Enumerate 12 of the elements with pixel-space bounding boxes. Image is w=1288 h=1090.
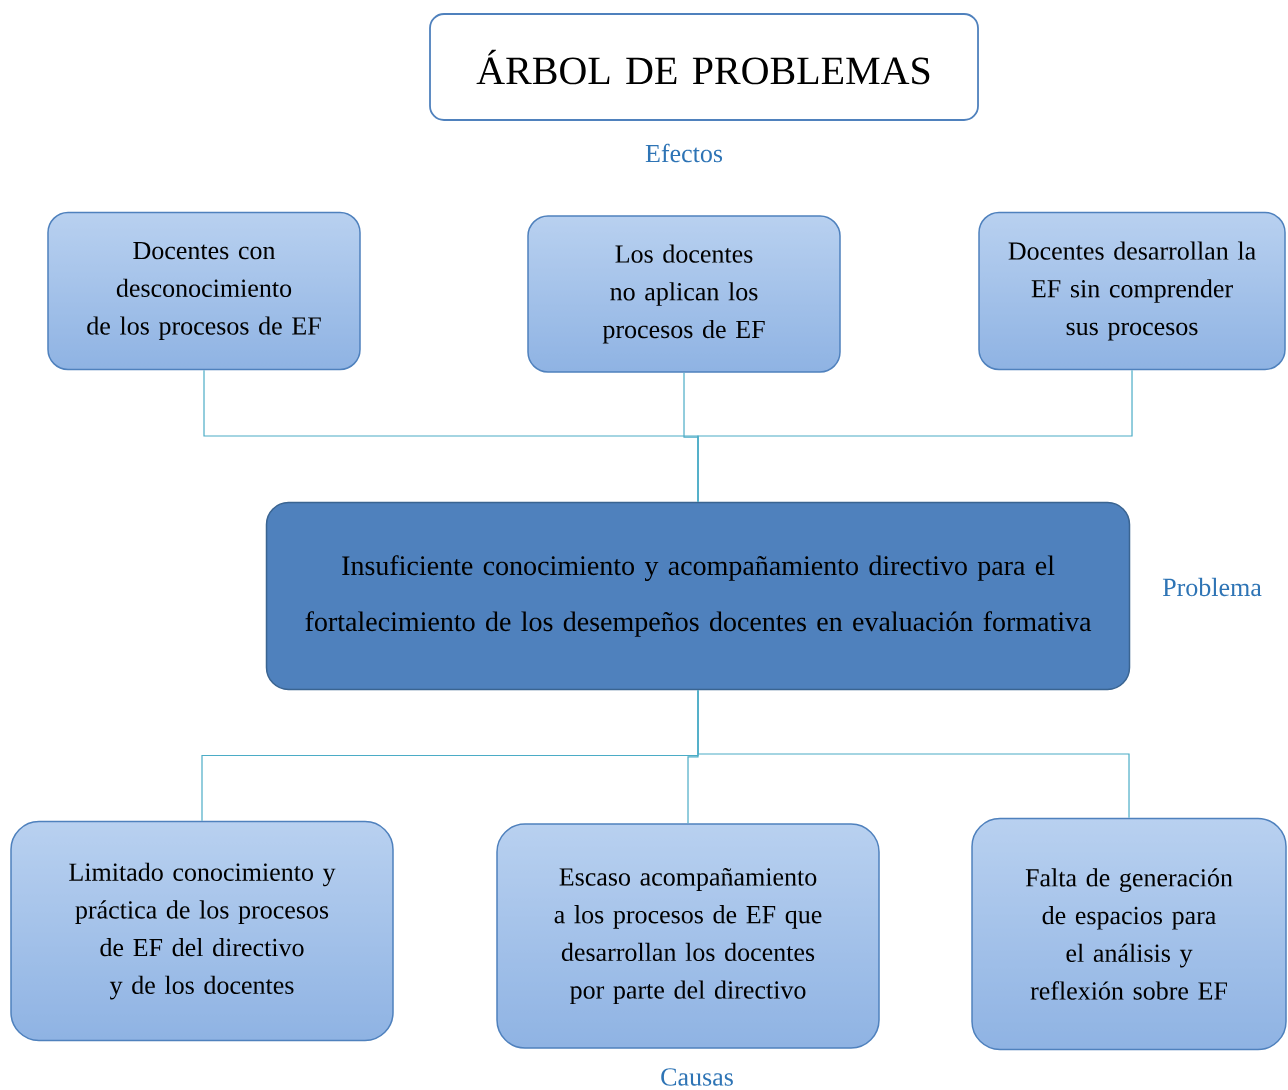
- title-box: ÁRBOL DE PROBLEMAS: [429, 13, 979, 121]
- effect-box: Docentes desarrollan la EF sin comprender sus procesos: [978, 211, 1286, 371]
- effect-box: Docentes con desconocimiento de los procesos de EF: [47, 211, 361, 371]
- cause-box: Limitado conocimiento y práctica de los procesos de EF del directivo y de los docentes: [10, 820, 394, 1042]
- cause-box: Escaso acompañamiento a los procesos de EF que desarrollan los docentes por parte del directivo: [496, 823, 880, 1049]
- cause-box: Falta de generación de espacios para el análisis y reflexión sobre EF: [971, 817, 1287, 1051]
- effect-box: Los docentes no aplican los procesos de EF: [527, 215, 841, 373]
- connector-line: [697, 689, 1130, 819]
- section-label: Problema: [1162, 577, 1262, 597]
- problem-box: Insuficiente conocimiento y acompañamiento directivo para el fortalecimiento de los desempeños docentes en evaluación formativa: [265, 501, 1131, 691]
- connector-line: [697, 369, 1133, 503]
- section-label: Efectos: [645, 143, 723, 163]
